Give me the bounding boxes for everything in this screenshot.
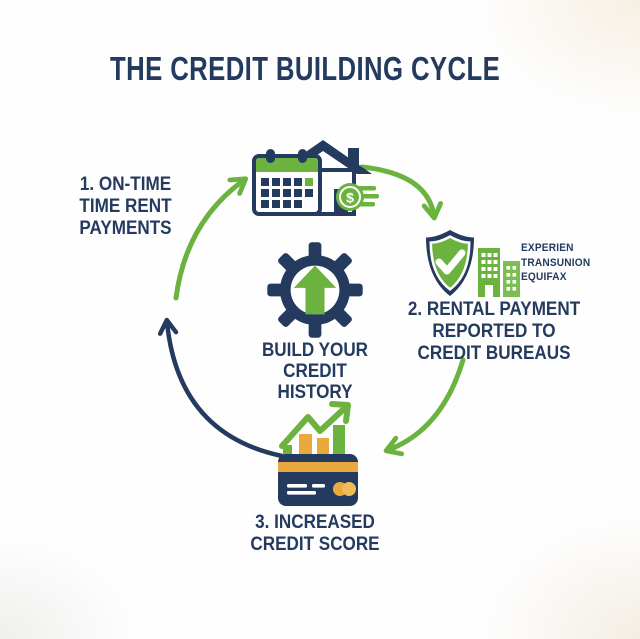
step2-line3: CREDIT BUREAUS	[417, 343, 571, 365]
gear-up-arrow-icon	[262, 240, 368, 340]
step1-label: 1. ON-TIME TIME RENT PAYMENTS	[65, 174, 187, 240]
dollar-symbol: $	[346, 190, 354, 206]
arrow-top-to-right	[359, 164, 444, 221]
center-label: BUILD YOUR CREDIT HISTORY	[258, 340, 371, 404]
step2-line2: REPORTED TO	[432, 321, 556, 343]
step3-line2: CREDIT SCORE	[250, 534, 380, 556]
arrow-bottom-to-left	[157, 317, 285, 459]
step1-line2: TIME RENT	[79, 196, 172, 218]
house-calendar-payment-icon: $	[248, 139, 380, 223]
bureau-line3: EQUIFAX	[521, 271, 567, 284]
center-line2: CREDIT	[283, 360, 347, 382]
center-line1: BUILD YOUR	[261, 340, 369, 361]
credit-card-growth-chart-icon	[256, 396, 380, 520]
arrow-right-to-bottom	[383, 357, 466, 457]
page-title: THE CREDIT BUILDING CYCLE	[110, 50, 501, 87]
step1-line3: PAYMENTS	[79, 218, 172, 240]
center-line3: HISTORY	[277, 381, 353, 403]
shield-check-buildings-icon	[418, 228, 524, 304]
step3-label: 3. INCREASED CREDIT SCORE	[234, 512, 396, 556]
step1-line1: 1. ON-TIME	[79, 174, 172, 195]
step3-line1: 3. INCREASED	[255, 512, 375, 533]
bureau-line1: EXPERIEN	[521, 242, 574, 254]
bureau-line2: TRANSUNION	[521, 256, 591, 269]
step2-label: 2. RENTAL PAYMENT REPORTED TO CREDIT BUR…	[404, 299, 584, 365]
bureau-names: EXPERIEN TRANSUNION EQUIFAX	[521, 241, 599, 285]
step2-line1: 2. RENTAL PAYMENT	[407, 299, 581, 320]
arrow-left-to-top	[173, 176, 249, 301]
